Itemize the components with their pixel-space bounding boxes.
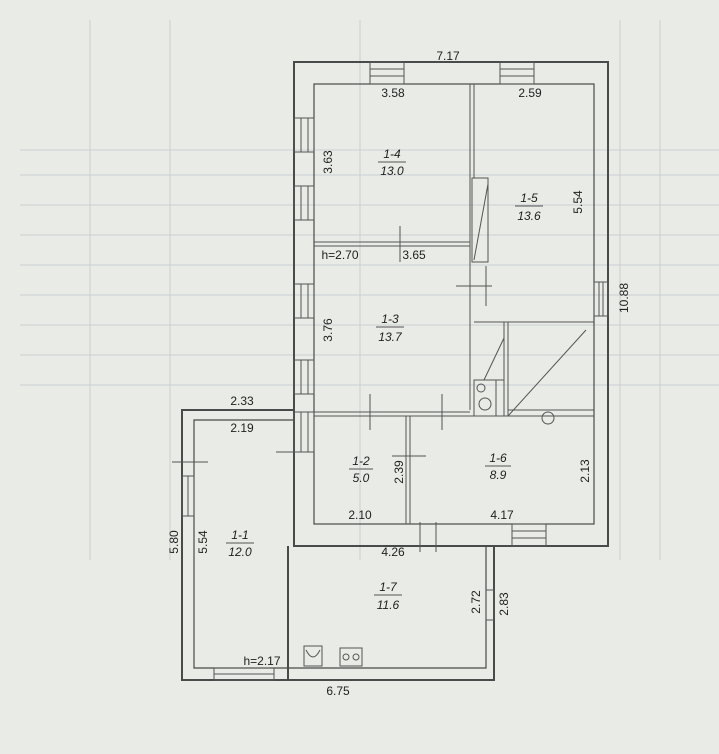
room-area: 8.9 [490,468,507,482]
dim-r13-width: 3.65 [402,248,426,262]
room-1-2: 1-2 5.0 [349,454,373,485]
background-grid [20,20,719,560]
room-1-7: 1-7 11.6 [374,580,402,612]
room-id: 1-4 [383,147,401,161]
dim-r14-height: 3.63 [321,150,335,174]
dim-r15-height: 5.54 [571,190,585,214]
dim-r17-inner-height: 2.72 [469,590,483,614]
kitchen-appliances [303,645,363,667]
room-1-6: 1-6 8.9 [485,451,511,482]
room-1-4: 1-4 13.0 [378,147,406,178]
room-id: 1-7 [379,580,398,594]
room-area: 13.0 [380,164,404,178]
dim-r15-width: 2.59 [518,86,542,100]
room-area: 13.6 [517,209,541,223]
dim-ext-outer-width: 2.33 [230,394,254,408]
room-1-3: 1-3 13.7 [376,312,404,344]
dim-right-total: 10.88 [617,283,631,313]
dim-bottom-ceiling-note: h=2.17 [243,654,280,668]
room-id: 1-1 [231,528,248,542]
dim-ext-inner-width: 2.19 [230,421,254,435]
bottom-extension-walls [287,546,495,681]
dim-top-total: 7.17 [436,49,460,63]
dim-ceiling-note: h=2.70 [321,248,358,262]
room-area: 12.0 [228,545,252,559]
room-1-5: 1-5 13.6 [515,191,543,223]
room-id: 1-2 [352,454,370,468]
room-area: 13.7 [378,330,403,344]
stove-icon [339,647,363,667]
room-id: 1-5 [520,191,538,205]
dim-r17-outer-height: 2.83 [497,592,511,616]
room-id: 1-6 [489,451,507,465]
room-1-1: 1-1 12.0 [226,528,254,559]
dim-r11-height: 5.54 [196,530,210,554]
sink-icon [303,645,323,667]
room-area: 5.0 [353,471,370,485]
dim-r14-width: 3.58 [381,86,405,100]
room-labels: 1-4 13.0 1-5 13.6 1-3 13.7 1-2 5.0 1-6 8… [226,147,543,612]
windows [181,61,609,681]
dim-r13-height: 3.76 [321,318,335,342]
interior-walls [172,84,594,552]
dim-r12-width: 2.10 [348,508,372,522]
dim-r12-height: 2.39 [392,460,406,484]
outer-walls [293,61,609,547]
room-id: 1-3 [381,312,399,326]
room-area: 11.6 [377,598,400,612]
dim-bottom-total: 6.75 [326,684,350,698]
dim-r16-width: 4.17 [490,508,514,522]
dim-r17-width: 4.26 [381,545,405,559]
dimension-labels: 7.17 3.58 2.59 3.63 5.54 10.88 h=2.70 3.… [167,49,631,698]
dim-ext-outer-height: 5.80 [167,530,181,554]
dim-r16-height: 2.13 [578,459,592,483]
